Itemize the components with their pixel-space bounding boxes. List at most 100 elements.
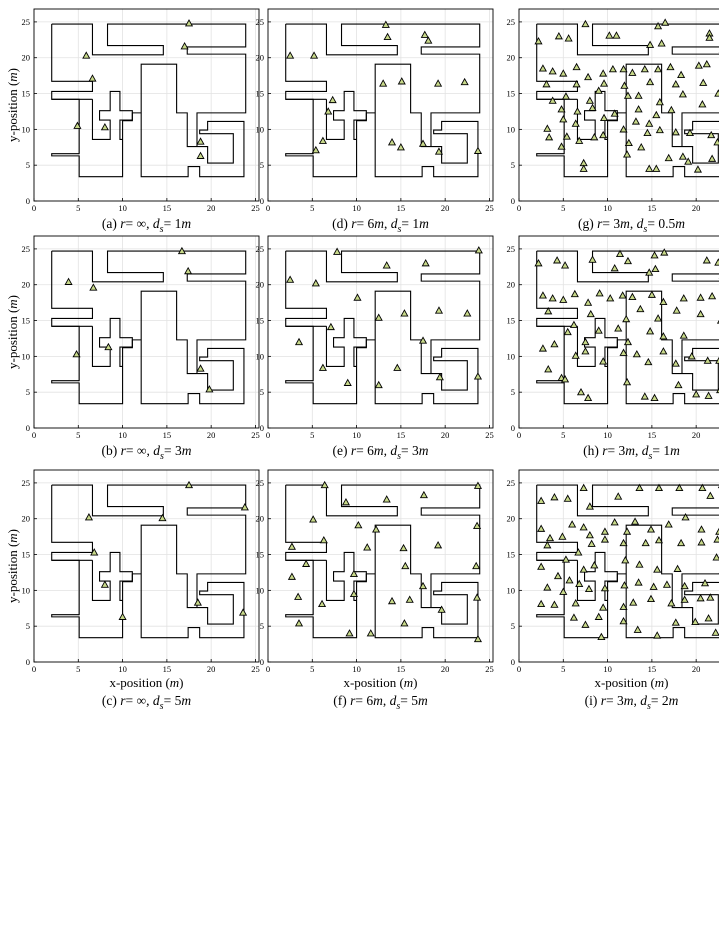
sensor-point <box>643 128 652 137</box>
sensor-point <box>619 348 628 356</box>
sensor-point <box>585 502 594 510</box>
sensor-point <box>320 480 329 489</box>
y-tick-label: 10 <box>507 585 516 595</box>
sensor-point <box>565 576 574 584</box>
sensor-point <box>560 375 570 383</box>
sensor-point <box>104 342 113 351</box>
x-tick-label: 10 <box>352 664 361 674</box>
sensor-point <box>587 539 596 547</box>
x-tick-label: 5 <box>561 203 565 213</box>
sensor-point <box>608 64 617 73</box>
sensor-point <box>405 595 414 603</box>
y-tick-label: 25 <box>22 478 31 488</box>
sensor-point <box>576 387 586 396</box>
y-tick-label: 10 <box>507 124 516 134</box>
x-tick-label: 20 <box>207 664 216 674</box>
floorplan-wall <box>285 23 481 178</box>
sensor-point <box>650 251 659 259</box>
axes-frame <box>518 469 719 663</box>
y-axis-label: y-position (m) <box>5 68 20 142</box>
sensor-point <box>558 532 567 540</box>
sensor-point <box>294 337 304 346</box>
panel-caption: (c) r= ∞, ds= 5m <box>102 693 191 712</box>
sensor-point <box>584 393 593 402</box>
sensor-point <box>184 266 193 275</box>
floorplan-wall <box>51 23 247 178</box>
y-tick-label: 25 <box>507 478 516 488</box>
panel-caption: (h) r= 3m, ds= 1m <box>583 443 680 462</box>
sensor-point <box>599 130 608 139</box>
sensor-point <box>584 298 593 306</box>
sensor-point <box>594 86 603 94</box>
sensor-point <box>659 347 668 355</box>
sensor-point <box>698 100 707 108</box>
sensor-point <box>397 77 406 85</box>
sensor-point <box>180 42 189 50</box>
sensor-point <box>418 336 428 344</box>
x-tick-label: 0 <box>32 664 36 674</box>
sensor-point <box>318 136 327 144</box>
y-tick-label: 20 <box>507 280 516 290</box>
floorplan-wall <box>536 250 719 405</box>
sensor-point <box>537 562 546 570</box>
sensor-point <box>396 143 405 151</box>
axes-frame <box>267 8 494 202</box>
sensor-point <box>697 525 706 533</box>
y-tick-label: 10 <box>22 124 31 134</box>
x-tick-label: 15 <box>648 203 657 213</box>
sensor-point <box>563 327 572 336</box>
x-tick-label: 20 <box>441 430 450 440</box>
sensor-point <box>363 543 372 551</box>
y-tick-label: 15 <box>507 550 516 560</box>
sensor-point <box>647 290 656 298</box>
sensor-point <box>474 246 483 254</box>
sensor-point <box>562 132 571 140</box>
sensor-point <box>664 153 673 162</box>
y-tick-label: 10 <box>507 351 516 361</box>
sensor-point <box>650 393 659 402</box>
sensor-point <box>640 64 649 73</box>
sensor-point <box>614 492 623 500</box>
sensor-point <box>655 97 664 106</box>
y-tick-label: 15 <box>22 316 31 326</box>
sensor-point <box>640 392 649 400</box>
sensor-point <box>623 150 632 158</box>
sensor-point <box>691 617 700 625</box>
sensor-point <box>679 294 688 302</box>
x-tick-label: 25 <box>251 664 260 674</box>
panel-caption: (g) r= 3m, ds= 0.5m <box>578 216 685 235</box>
sensor-point <box>696 309 705 318</box>
sensor-point <box>286 275 295 283</box>
sensor-point <box>574 548 583 556</box>
sensor-point <box>349 589 358 598</box>
sensor-point <box>437 605 446 613</box>
sensor-point <box>588 103 597 111</box>
x-tick-label: 20 <box>692 430 701 440</box>
sensor-point <box>623 337 633 346</box>
sensor-point <box>382 495 391 503</box>
sensor-point <box>473 634 483 643</box>
sensor-point <box>660 248 669 256</box>
sensor-point <box>287 572 296 580</box>
sensor-point <box>702 256 711 264</box>
sensor-point <box>575 579 584 588</box>
sensor-point <box>711 628 719 636</box>
sensor-point <box>671 618 680 626</box>
sensor-point <box>571 119 580 127</box>
sensor-point <box>704 614 713 622</box>
floorplan-wall <box>51 250 247 405</box>
sensor-point <box>399 543 408 552</box>
sensor-point <box>619 64 628 73</box>
sensor-point <box>557 142 566 150</box>
sensor-point <box>572 62 581 71</box>
panel-caption: (e) r= 6m, ds= 3m <box>332 443 428 462</box>
y-tick-label: 5 <box>511 387 515 397</box>
sensor-point <box>302 559 311 567</box>
sensor-point <box>661 18 670 26</box>
sensor-point <box>614 324 623 332</box>
sensor-point <box>318 363 327 371</box>
x-tick-label: 15 <box>163 203 172 213</box>
sensor-point <box>570 289 579 298</box>
